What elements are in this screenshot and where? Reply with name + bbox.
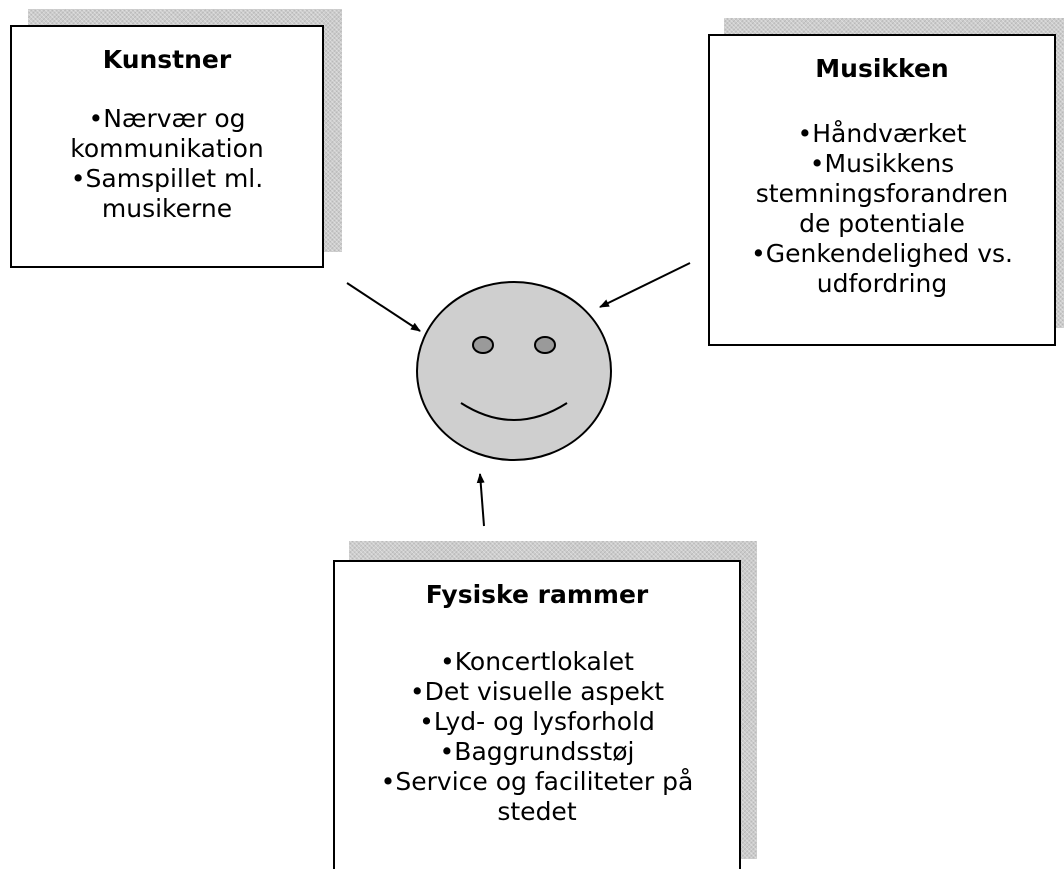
arrow-kunstner-to-face — [346, 282, 421, 332]
musikken-box: Musikken •Håndværket •Musikkens stemning… — [708, 34, 1056, 346]
musikken-line: stemningsforandren — [755, 179, 1009, 208]
kunstner-line: •Nærvær og — [88, 104, 246, 133]
arrow-musikken-to-face — [599, 262, 691, 308]
fysiske-rammer-line: •Service og faciliteter på — [380, 767, 694, 796]
musikken-line: de potentiale — [799, 209, 965, 238]
right-eye — [534, 336, 556, 354]
kunstner-list: •Nærvær og kommunikation •Samspillet ml.… — [12, 104, 322, 224]
smiley-face — [416, 281, 612, 461]
fysiske-rammer-list: •Koncertlokalet •Det visuelle aspekt •Ly… — [335, 647, 739, 827]
kunstner-line: musikerne — [101, 194, 233, 223]
musikken-list: •Håndværket •Musikkens stemningsforandre… — [710, 119, 1054, 299]
kunstner-line: kommunikation — [70, 134, 264, 163]
musikken-title: Musikken — [815, 54, 949, 83]
smile-mouth — [460, 402, 568, 421]
fysiske-rammer-title: Fysiske rammer — [425, 580, 649, 609]
fysiske-rammer-line: •Lyd- og lysforhold — [419, 707, 655, 736]
fysiske-rammer-line: •Baggrundsstøj — [439, 737, 635, 766]
kunstner-title: Kunstner — [102, 45, 232, 74]
face-circle — [416, 281, 612, 461]
musikken-line: udfordring — [816, 269, 948, 298]
musikken-line: •Musikkens — [809, 149, 955, 178]
kunstner-line: •Samspillet ml. — [70, 164, 264, 193]
musikken-line: •Genkendelighed vs. — [751, 239, 1013, 268]
musikken-line: •Håndværket — [797, 119, 967, 148]
fysiske-rammer-line: •Koncertlokalet — [440, 647, 634, 676]
kunstner-box: Kunstner •Nærvær og kommunikation •Samsp… — [10, 25, 324, 268]
arrow-fysiske-to-face — [476, 473, 485, 527]
fysiske-rammer-line: stedet — [497, 797, 577, 826]
fysiske-rammer-box: Fysiske rammer •Koncertlokalet •Det visu… — [333, 560, 741, 869]
fysiske-rammer-line: •Det visuelle aspekt — [409, 677, 665, 706]
left-eye — [472, 336, 494, 354]
